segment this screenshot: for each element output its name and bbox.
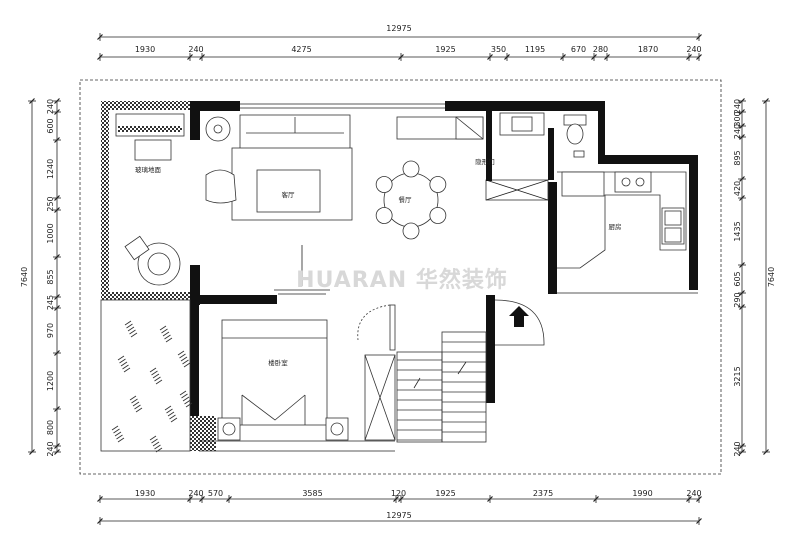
top-dimension-segment: 350 xyxy=(491,45,506,54)
left-total-dimension: 7640 xyxy=(20,267,29,287)
watermark: HUARAN 华然装饰 xyxy=(296,267,508,293)
tv-console xyxy=(274,245,330,295)
plant-mark xyxy=(124,320,138,338)
bottom-dimension-segment: 3585 xyxy=(302,489,322,498)
dining-chair xyxy=(429,207,447,224)
top-dimension-segment: 4275 xyxy=(291,45,311,54)
dining-chair xyxy=(429,176,447,193)
floor-lamp xyxy=(205,116,231,142)
dining-chair xyxy=(375,207,393,224)
right-dimension-segment: 3215 xyxy=(733,366,742,386)
entrance-door xyxy=(494,299,545,346)
dining-chair xyxy=(375,176,393,193)
bottom-dimension-segment: 2375 xyxy=(533,489,553,498)
dining-table xyxy=(375,160,447,240)
garden-plants xyxy=(111,320,193,453)
bottom-dimension-segment: 1990 xyxy=(632,489,652,498)
hidden-door-label: 隐形门 xyxy=(475,157,495,166)
drawing-border xyxy=(79,79,722,475)
nightstand-left xyxy=(217,417,241,441)
top-dimension-segment: 670 xyxy=(571,45,586,54)
right-dimension-segment: 300 xyxy=(733,111,742,126)
plant-mark xyxy=(159,325,173,343)
bottom-dimension-segment: 120 xyxy=(391,489,406,498)
left-dimension-segment: 600 xyxy=(46,118,55,133)
bottom-dimension-segment: 240 xyxy=(686,489,701,498)
top-dimension-segment: 1870 xyxy=(638,45,658,54)
bottom-total-dimension: 12975 xyxy=(386,511,411,520)
left-dimension-segment: 855 xyxy=(46,269,55,284)
nightstand-right xyxy=(325,417,349,441)
toilet xyxy=(563,114,587,145)
bottom-dimensions: 12975 1930 240 570 3585 120 1925 2375 1990 240 xyxy=(97,489,702,525)
right-dimension-segment: 605 xyxy=(733,271,742,286)
left-dimension-segment: 800 xyxy=(46,420,55,435)
top-dimensions: 12975 1930 240 4275 1925 350 1195 670 280 1870 24… xyxy=(97,24,702,61)
kitchen-counter xyxy=(557,171,687,269)
left-dimension-segment: 970 xyxy=(46,323,55,338)
left-dimensions: 7640 240 600 1240 250 1000 855 245 970 1200 800 24… xyxy=(20,98,61,457)
living-room-label: 客厅 xyxy=(282,190,296,199)
right-total-dimension: 7640 xyxy=(767,267,776,287)
right-dimension-segment: 240 xyxy=(733,441,742,456)
bedroom-door xyxy=(357,304,396,351)
top-dimension-segment: 1930 xyxy=(135,45,155,54)
plant-mark xyxy=(149,367,163,385)
dining-room-label: 餐厅 xyxy=(399,195,413,204)
left-dimension-segment: 240 xyxy=(46,441,55,456)
plant-mark xyxy=(164,405,178,423)
right-dimension-segment: 240 xyxy=(733,124,742,139)
armchair xyxy=(205,169,237,204)
glass-floor-label: 玻璃地面 xyxy=(135,165,162,174)
living-sofa xyxy=(231,114,353,221)
bottom-dimension-segment: 1930 xyxy=(135,489,155,498)
left-dimension-segment: 240 xyxy=(46,99,55,114)
staircase xyxy=(396,331,487,443)
right-dimension-segment: 240 xyxy=(733,99,742,114)
kitchen-label: 厨房 xyxy=(609,222,622,231)
lounge-chair xyxy=(124,235,181,286)
top-dimension-segment: 1925 xyxy=(435,45,455,54)
left-dimension-segment: 1240 xyxy=(46,159,55,179)
plant-mark xyxy=(117,355,131,373)
bed xyxy=(221,319,328,426)
walls xyxy=(100,101,698,452)
piano xyxy=(115,113,185,161)
top-dimension-segment: 1195 xyxy=(525,45,545,54)
left-dimension-segment: 250 xyxy=(46,196,55,211)
bedroom-label: 楼卧室 xyxy=(268,358,288,367)
left-dimension-segment: 245 xyxy=(46,295,55,310)
bottom-dimension-segment: 570 xyxy=(208,489,223,498)
bath-sink xyxy=(499,112,545,136)
top-total-dimension: 12975 xyxy=(386,24,411,33)
dining-chair xyxy=(402,222,420,240)
plant-mark xyxy=(129,395,143,413)
dining-chair xyxy=(402,160,420,178)
plant-mark xyxy=(111,425,125,443)
right-dimension-segment: 895 xyxy=(733,150,742,165)
right-dimension-segment: 1435 xyxy=(733,221,742,241)
left-dimension-segment: 1000 xyxy=(46,223,55,243)
wall-cabinet xyxy=(396,116,484,140)
bottom-dimension-segment: 240 xyxy=(188,489,203,498)
top-dimension-segment: 240 xyxy=(188,45,203,54)
bottom-dimension-segment: 1925 xyxy=(435,489,455,498)
top-dimension-segment: 280 xyxy=(593,45,608,54)
right-dimension-segment: 290 xyxy=(733,292,742,307)
left-dimension-segment: 1200 xyxy=(46,371,55,391)
plant-mark xyxy=(179,390,193,408)
wardrobe xyxy=(364,354,396,441)
plant-mark xyxy=(149,435,163,453)
plant-mark xyxy=(177,350,191,368)
top-dimension-segment: 240 xyxy=(686,45,701,54)
right-dimension-segment: 420 xyxy=(733,181,742,196)
